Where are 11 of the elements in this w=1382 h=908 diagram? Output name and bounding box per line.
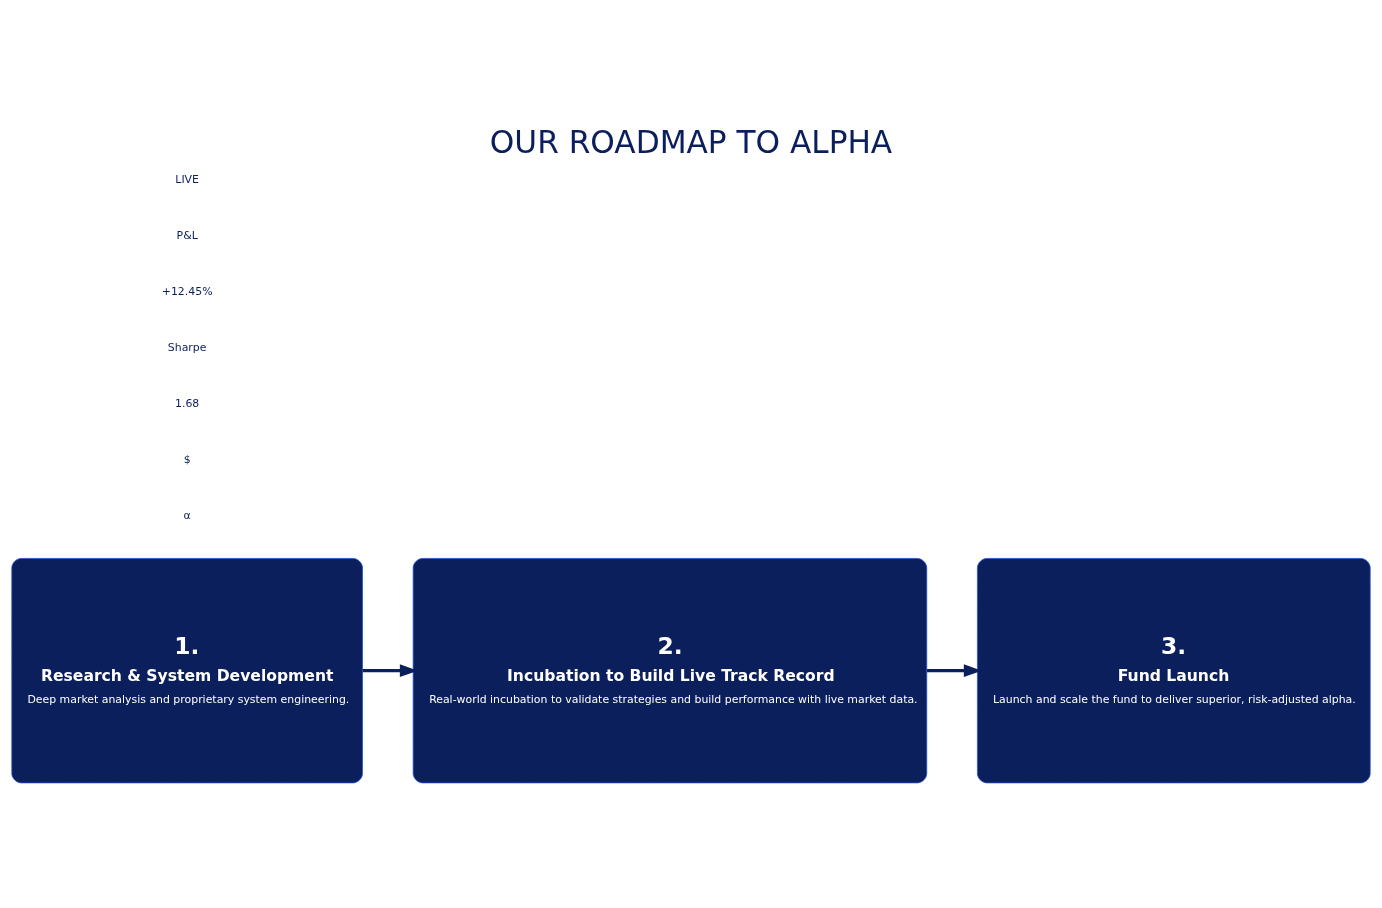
label: 1.68 bbox=[175, 397, 200, 411]
label: P&L bbox=[176, 228, 198, 242]
node-box: 1. Research & System Development Deep market analysis and proprietary system engineering. bbox=[11, 558, 363, 784]
node-box: 2. Incubation to Build Live Track Record Real-world incubation to validate strategies and build performance with live market data. bbox=[412, 558, 928, 784]
label: $ bbox=[183, 453, 191, 467]
label: LIVE bbox=[175, 172, 199, 186]
label: α bbox=[183, 509, 191, 523]
diagram-title: OUR ROADMAP TO ALPHA bbox=[489, 124, 893, 161]
label: +12.45% bbox=[161, 284, 213, 298]
node-box: 3. Fund Launch Launch and scale the fund to deliver superior, risk-adjusted alpha. bbox=[977, 558, 1371, 784]
label: Sharpe bbox=[167, 340, 207, 354]
